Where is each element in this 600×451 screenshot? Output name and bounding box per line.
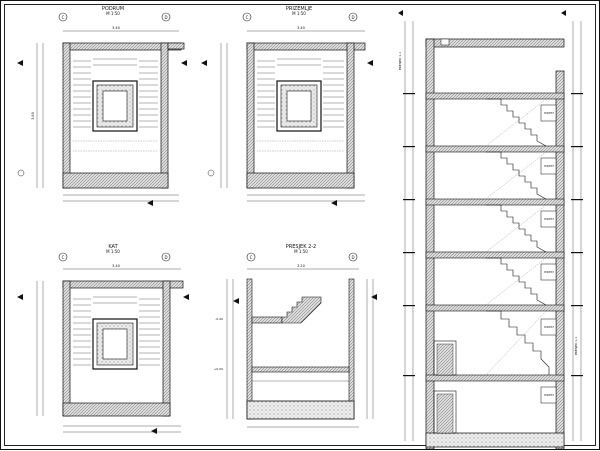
- section-scale: M 1:50: [294, 249, 308, 254]
- axis-label: C: [250, 255, 253, 260]
- axis-marker-icon: [58, 12, 68, 22]
- vertical-section-label: PRESJEK 1-1: [398, 52, 402, 70]
- axis-marker-icon: [348, 12, 358, 22]
- section-2-2: PRESJEK 2-2 M 1:50 C D 3.20 -: [214, 244, 377, 428]
- level-label: -0.40: [215, 317, 223, 321]
- landing-label: PODEST: [544, 218, 554, 221]
- axis-label: C: [246, 15, 249, 20]
- plan-title: PRIZEMLJE: [286, 6, 312, 12]
- landing-label: PODEST: [544, 112, 554, 115]
- dimension-text: 3.60: [31, 112, 35, 120]
- axis-marker-icon: [246, 252, 256, 262]
- axis-label: D: [351, 15, 354, 20]
- plan-scale: M 1:50: [106, 249, 120, 254]
- plan-podrum: PODRUM M 1:50 C D 3.40: [17, 6, 187, 206]
- axis-label: C: [62, 15, 65, 20]
- axis-label: D: [164, 15, 167, 20]
- landing-label: PODEST: [544, 326, 554, 329]
- axis-marker-icon: [58, 252, 68, 262]
- level-label: +0.00: [214, 367, 223, 371]
- landing-label: PODEST: [544, 165, 554, 168]
- drawing-frame: [4, 4, 596, 446]
- section-title: PRESJEK 2-2: [286, 244, 317, 250]
- vertical-section-label: PRESJEK 1-1: [574, 337, 578, 355]
- axis-marker-icon: [161, 252, 171, 262]
- axis-marker-icon: [242, 12, 252, 22]
- plan-title: PODRUM: [102, 6, 124, 12]
- axis-marker-icon: [161, 12, 171, 22]
- axis-label: D: [164, 255, 167, 260]
- axis-label: C: [62, 255, 65, 260]
- plan-scale: M 1:50: [292, 11, 306, 16]
- axis-marker-icon: [348, 252, 358, 262]
- landing-label: PODEST: [544, 394, 554, 397]
- dimension-text: 3.40: [112, 26, 120, 30]
- axis-label: D: [351, 255, 354, 260]
- plan-prizemlje: PRIZEMLJE M 1:50 C D 3.40: [201, 6, 373, 206]
- dimension-text: 3.20: [297, 264, 305, 268]
- plan-scale: M 1:50: [106, 11, 120, 16]
- landing-label: PODEST: [544, 271, 554, 274]
- plan-title: KAT: [108, 244, 118, 250]
- plan-kat: KAT M 1:50 C D 3.40: [17, 244, 189, 434]
- dimension-text: 3.40: [297, 26, 305, 30]
- dimension-text: 3.40: [112, 264, 120, 268]
- section-1-1: PRESJEK 1-1 PRESJEK 1-1 PODEST PODEST PO…: [398, 10, 583, 450]
